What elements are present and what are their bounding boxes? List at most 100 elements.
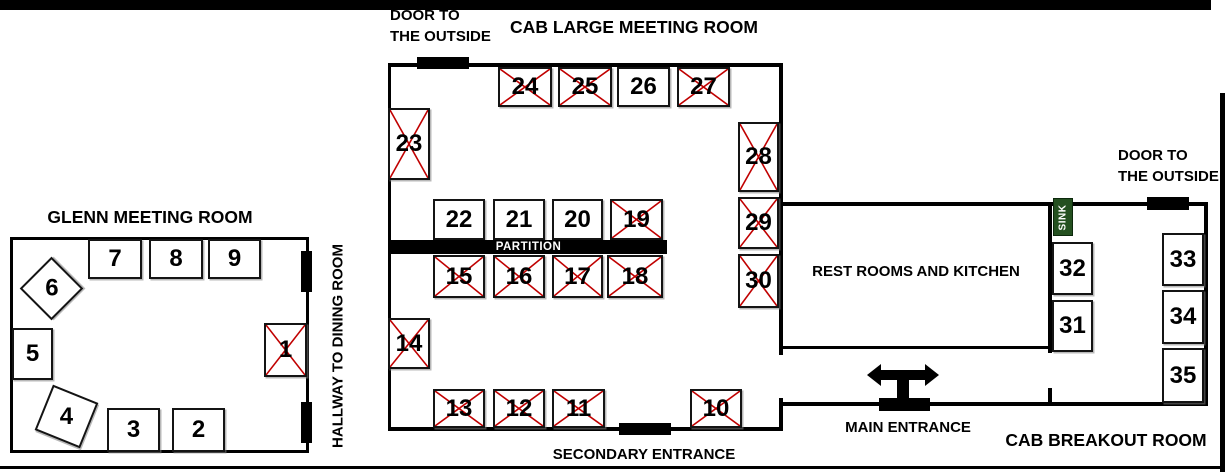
x-mark-icon — [390, 320, 428, 367]
table-box-23: 23 — [388, 108, 430, 180]
table-number: 5 — [25, 340, 40, 367]
wall-segment — [306, 237, 309, 453]
table-box-12: 12 — [493, 389, 545, 428]
table-number: 11 — [565, 394, 592, 422]
table-number: 21 — [505, 205, 533, 233]
table-number: 33 — [1169, 245, 1197, 273]
table-box-15: 15 — [433, 255, 485, 298]
table-number: 16 — [505, 262, 533, 290]
table-box-11: 11 — [552, 389, 605, 428]
wall-segment — [10, 237, 13, 453]
x-mark-icon — [435, 257, 483, 296]
table-number: 28 — [745, 143, 772, 170]
x-mark-icon — [495, 257, 543, 296]
wall-segment — [779, 402, 1208, 406]
sink-label: SINK — [1057, 204, 1069, 230]
wall-segment — [1048, 202, 1052, 353]
table-number: 18 — [621, 262, 649, 290]
wall-segment — [779, 398, 783, 431]
table-number: 24 — [511, 73, 539, 100]
wall-segment — [10, 237, 309, 240]
table-box-3: 3 — [107, 408, 160, 452]
x-mark-icon — [612, 201, 661, 238]
door-marker — [619, 423, 671, 435]
table-box-30: 30 — [738, 254, 779, 308]
x-mark-icon — [609, 257, 661, 296]
frame-border — [0, 466, 1225, 469]
table-box-19: 19 — [610, 199, 663, 240]
wall-segment — [783, 346, 1050, 349]
secondary-entrance-label: SECONDARY ENTRANCE — [552, 446, 736, 463]
wall-segment — [779, 202, 1208, 206]
door-marker — [879, 398, 930, 411]
x-mark-icon — [679, 69, 728, 105]
table-number: 22 — [445, 205, 473, 233]
cab-breakout-room-title: CAB BREAKOUT ROOM — [1005, 430, 1207, 450]
wall-segment — [388, 63, 391, 431]
table-box-32: 32 — [1052, 242, 1093, 295]
table-number: 10 — [702, 394, 730, 422]
wall-segment — [779, 63, 783, 355]
x-mark-icon — [435, 391, 483, 426]
table-box-17: 17 — [552, 255, 603, 298]
table-number: 6 — [44, 274, 59, 302]
table-number: 23 — [395, 130, 423, 157]
table-box-10: 10 — [690, 389, 742, 428]
wall-segment — [1204, 202, 1208, 406]
frame-border — [0, 0, 1211, 10]
table-box-6: 6 — [19, 256, 84, 321]
table-box-24: 24 — [498, 67, 552, 107]
table-number: 4 — [59, 402, 74, 430]
table-box-14: 14 — [388, 318, 430, 369]
x-mark-icon — [554, 391, 603, 426]
x-mark-icon — [500, 69, 550, 105]
table-number: 12 — [505, 394, 533, 422]
table-number: 17 — [564, 262, 591, 290]
table-number: 15 — [445, 262, 473, 290]
glenn-meeting-room-title: GLENN MEETING ROOM — [47, 207, 253, 227]
x-mark-icon — [390, 110, 428, 178]
table-box-27: 27 — [677, 67, 730, 107]
table-number: 25 — [571, 73, 599, 100]
entrance-direction-arrow-icon — [867, 364, 939, 399]
table-box-29: 29 — [738, 197, 779, 249]
table-box-18: 18 — [607, 255, 663, 298]
hallway-to-dining-room-label: HALLWAY TO DINING ROOM — [329, 244, 347, 448]
table-box-22: 22 — [433, 199, 485, 240]
table-number: 31 — [1059, 312, 1086, 339]
table-number: 14 — [395, 329, 423, 357]
wall-segment — [1048, 388, 1052, 406]
table-number: 29 — [745, 209, 772, 236]
wall-segment — [388, 427, 783, 431]
table-number: 3 — [126, 416, 141, 443]
x-mark-icon — [266, 325, 305, 375]
x-mark-icon — [740, 256, 777, 306]
table-box-35: 35 — [1162, 348, 1204, 403]
table-box-16: 16 — [493, 255, 545, 298]
table-box-8: 8 — [149, 239, 203, 279]
table-number: 32 — [1059, 254, 1086, 282]
table-number: 27 — [690, 73, 717, 100]
table-box-21: 21 — [493, 199, 545, 240]
table-box-5: 5 — [12, 328, 53, 380]
table-number: 1 — [278, 336, 293, 363]
door-to-outside-left-label: DOOR TO THE OUTSIDE — [390, 7, 491, 45]
table-box-20: 20 — [552, 199, 603, 240]
table-number: 7 — [108, 245, 122, 272]
table-number: 19 — [623, 205, 650, 233]
door-to-outside-right-label: DOOR TO THE OUTSIDE — [1118, 147, 1219, 185]
table-box-2: 2 — [172, 408, 225, 452]
door-marker — [417, 57, 469, 69]
door-marker — [301, 402, 312, 443]
table-number: 20 — [564, 205, 591, 233]
table-box-1: 1 — [264, 323, 307, 377]
table-number: 34 — [1169, 303, 1197, 330]
table-number: 13 — [445, 394, 473, 422]
table-number: 9 — [227, 245, 242, 272]
partition-bar: PARTITION — [390, 240, 667, 254]
x-mark-icon — [495, 391, 543, 426]
door-marker — [1147, 197, 1189, 210]
x-mark-icon — [560, 69, 610, 105]
table-box-13: 13 — [433, 389, 485, 428]
